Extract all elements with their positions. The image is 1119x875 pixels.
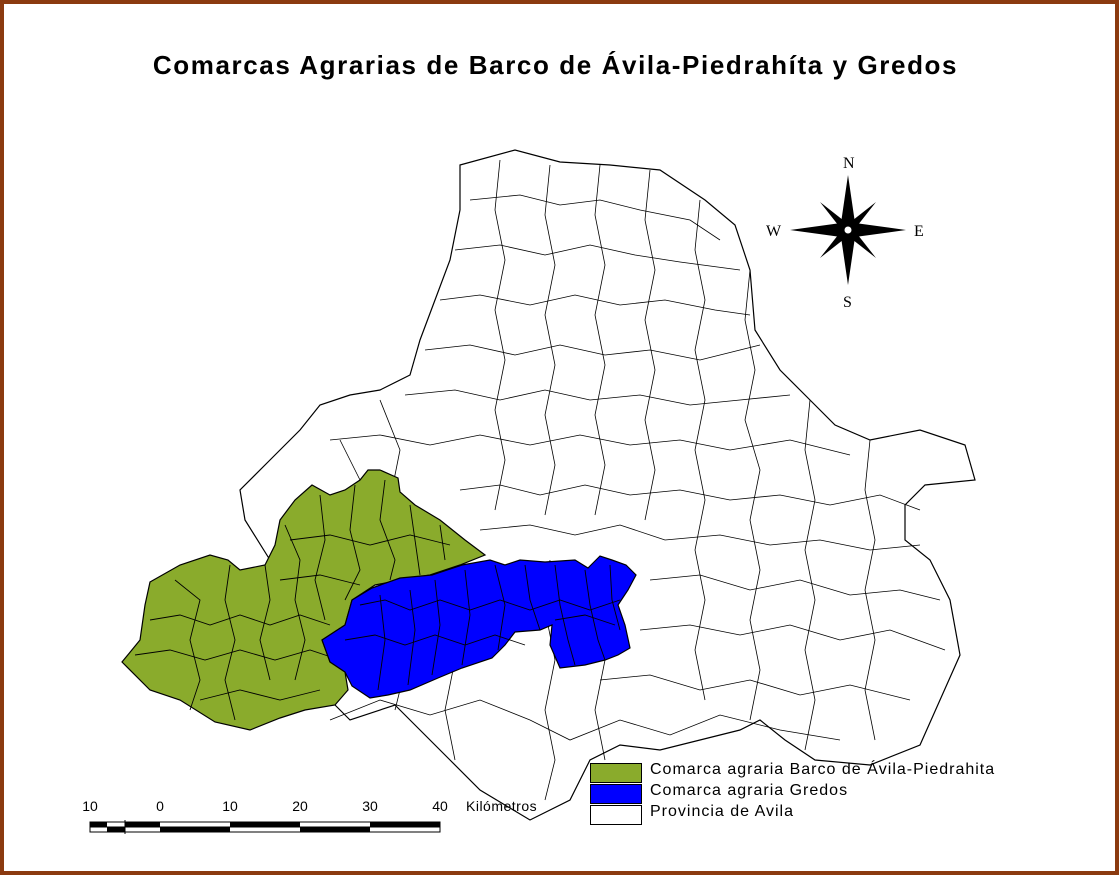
municipality-boundaries — [329, 159, 946, 801]
comarca-barco-de-avila-piedrahita — [121, 469, 487, 731]
scale-bar-graphic — [89, 820, 441, 834]
legend-label-provincia: Provincia de Avila — [650, 803, 794, 820]
compass-rose: N S E W — [766, 155, 924, 311]
legend-swatch-provincia — [590, 805, 642, 825]
legend-swatch-gredos — [590, 784, 642, 804]
legend-item-barco: Comarca agraria Barco de Ávila-Piedrahit… — [590, 761, 1119, 784]
legend-item-provincia: Provincia de Avila — [590, 803, 1119, 826]
scale-tick: 10 — [82, 798, 98, 814]
legend-label-gredos: Comarca agraria Gredos — [650, 782, 849, 799]
comarca-gredos — [321, 555, 637, 699]
barco-municipality-boundaries — [134, 479, 451, 721]
scale-tick: 20 — [292, 798, 308, 814]
compass-south: S — [843, 294, 852, 311]
compass-north: N — [843, 155, 855, 172]
compass-east: E — [914, 223, 924, 240]
scale-tick: 30 — [362, 798, 378, 814]
legend-item-gredos: Comarca agraria Gredos — [590, 782, 1119, 805]
legend-label-barco: Comarca agraria Barco de Ávila-Piedrahit… — [650, 761, 996, 778]
gredos-municipality-boundaries — [344, 564, 621, 691]
scale-tick: 10 — [222, 798, 238, 814]
compass-west: W — [766, 223, 782, 240]
province-avila — [239, 149, 976, 821]
map-title: Comarcas Agrarias de Barco de Ávila-Pied… — [152, 50, 959, 80]
scale-tick: 40 — [432, 798, 448, 814]
scale-unit-label: Kilómetros — [466, 798, 538, 814]
scale-tick: 0 — [156, 798, 164, 814]
legend-swatch-barco — [590, 763, 642, 783]
